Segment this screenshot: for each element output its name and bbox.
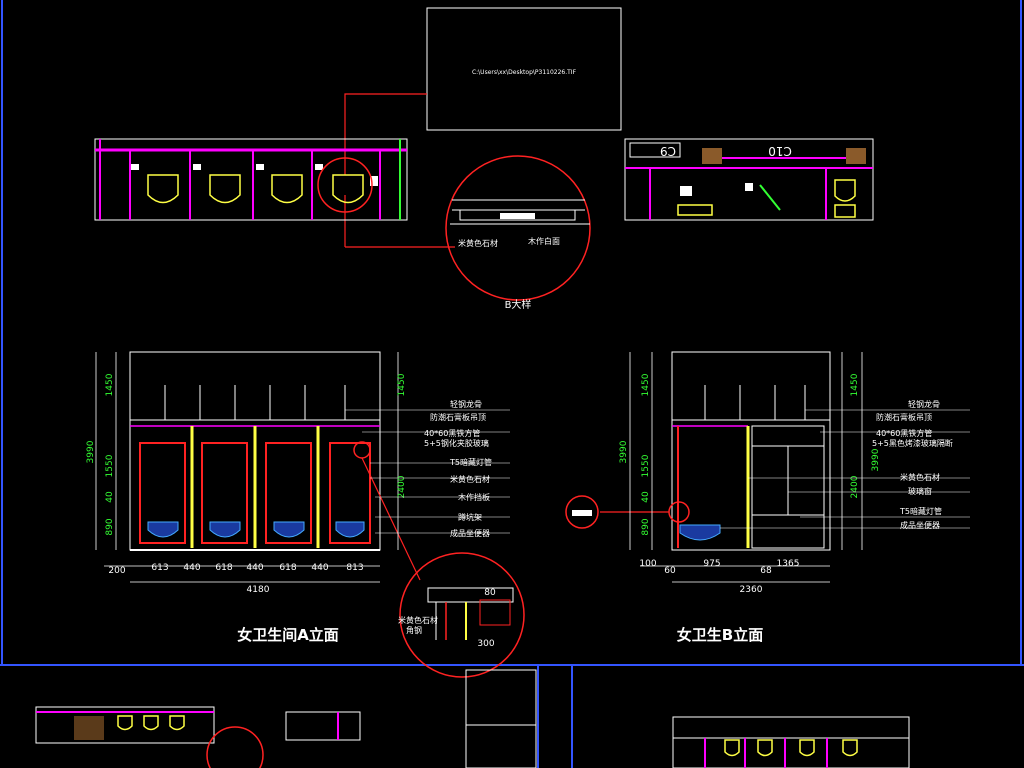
elevation-a: 1450 3990 1550 40 890 1450 2400 轻钢龙骨 防潮石…	[86, 351, 525, 678]
elev-a-d-440-1: 440	[183, 563, 200, 573]
elev-a-rh-1450: 1450	[397, 373, 407, 396]
elev-b-rh-1450: 1450	[850, 373, 860, 396]
elev-b-ann-8: 成品坐便器	[900, 520, 940, 530]
elev-a-ann-6: 米黄色石材	[450, 474, 490, 484]
elev-b-d-100: 100	[639, 559, 656, 569]
elev-b-rh-2400: 2400	[850, 475, 860, 498]
detail-b-label-1: 米黄色石材	[458, 238, 498, 248]
elev-a-d-440-3: 440	[311, 563, 328, 573]
elev-b-ann-5: 米黄色石材	[900, 472, 940, 482]
elev-b-h-3990: 3990	[619, 440, 629, 463]
detail-b-title: B大样	[505, 298, 532, 311]
elev-a-h-3990: 3990	[86, 440, 96, 463]
plan-tag-c9: C9	[660, 144, 676, 158]
elev-a-d-618-1: 618	[215, 563, 232, 573]
elev-b-ann-6: 玻璃窗	[908, 486, 932, 496]
elev-a-ann-2: 防潮石膏板吊顶	[430, 412, 486, 422]
elev-a-d-200: 200	[108, 566, 125, 576]
elev-a-ann-8: 蹲坑架	[458, 512, 482, 522]
file-path-text: C:\Users\xx\Desktop\P3110226.TIF	[472, 69, 577, 76]
elev-b-total: 2360	[740, 585, 763, 595]
elev-a-zoom-label-2: 角钢	[406, 625, 422, 635]
elev-a-total: 4180	[247, 585, 270, 595]
elev-a-h-1550: 1550	[105, 454, 115, 477]
elev-a-rh-2400: 2400	[397, 475, 407, 498]
elev-b-h-40: 40	[641, 491, 651, 503]
callout-leader	[344, 93, 427, 175]
elev-b-rh-3990: 3990	[871, 448, 881, 471]
plan-left	[94, 138, 408, 221]
elev-b-d-60: 60	[664, 566, 676, 576]
elev-b-ann-1: 轻钢龙骨	[908, 399, 940, 409]
elev-a-zoom-d-80: 80	[484, 588, 496, 598]
elev-a-ann-4: 5+5钢化夹胶玻璃	[424, 438, 489, 448]
elev-b-d-1365: 1365	[777, 559, 800, 569]
elev-a-d-613: 613	[151, 563, 168, 573]
elev-a-ann-1: 轻钢龙骨	[450, 399, 482, 409]
elev-a-h-1450: 1450	[105, 373, 115, 396]
elev-a-d-813: 813	[346, 563, 363, 573]
elev-b-ann-3: 40*60黑铁方管	[876, 428, 932, 438]
elev-a-title: 女卫生间A立面	[237, 626, 339, 644]
elev-b-d-975: 975	[703, 559, 720, 569]
detail-b-label-2: 木作白面	[528, 236, 560, 246]
elev-a-h-40: 40	[105, 491, 115, 503]
elev-a-zoom-label-1: 米黄色石材	[398, 615, 438, 625]
elev-b-title: 女卫生B立面	[677, 626, 763, 644]
detail-b: 米黄色石材 木作白面 B大样	[445, 155, 591, 311]
elev-a-ann-3: 40*60黑铁方管	[424, 428, 480, 438]
elevation-b: 1450 3990 1550 40 890 1450 3990 2400 轻钢龙…	[565, 351, 970, 644]
elev-b-h-890: 890	[641, 518, 651, 535]
image-reference-frame: C:\Users\xx\Desktop\P3110226.TIF	[426, 7, 622, 131]
bottom-right-panel	[672, 716, 910, 768]
elev-a-ann-9: 成品坐便器	[450, 528, 490, 538]
elev-b-ann-4: 5+5黑色烤漆玻璃隔断	[872, 438, 953, 448]
elev-a-h-890: 890	[105, 518, 115, 535]
elev-b-h-1550: 1550	[641, 454, 651, 477]
elev-a-d-440-2: 440	[246, 563, 263, 573]
elev-a-ann-7: 木作挡板	[458, 492, 490, 502]
elev-b-ann-7: T5暗藏灯管	[899, 506, 942, 516]
elev-a-zoom-d-300: 300	[477, 639, 494, 649]
elev-a-ann-5: T5暗藏灯管	[449, 457, 492, 467]
plan-tag-c10: C10	[768, 144, 792, 158]
elev-b-ann-2: 防潮石膏板吊顶	[876, 412, 932, 422]
bottom-left-panel	[35, 669, 537, 768]
elev-a-d-618-2: 618	[279, 563, 296, 573]
elev-b-d-68: 68	[760, 566, 772, 576]
elev-b-h-1450: 1450	[641, 373, 651, 396]
plan-right: C9 C10	[624, 138, 874, 221]
